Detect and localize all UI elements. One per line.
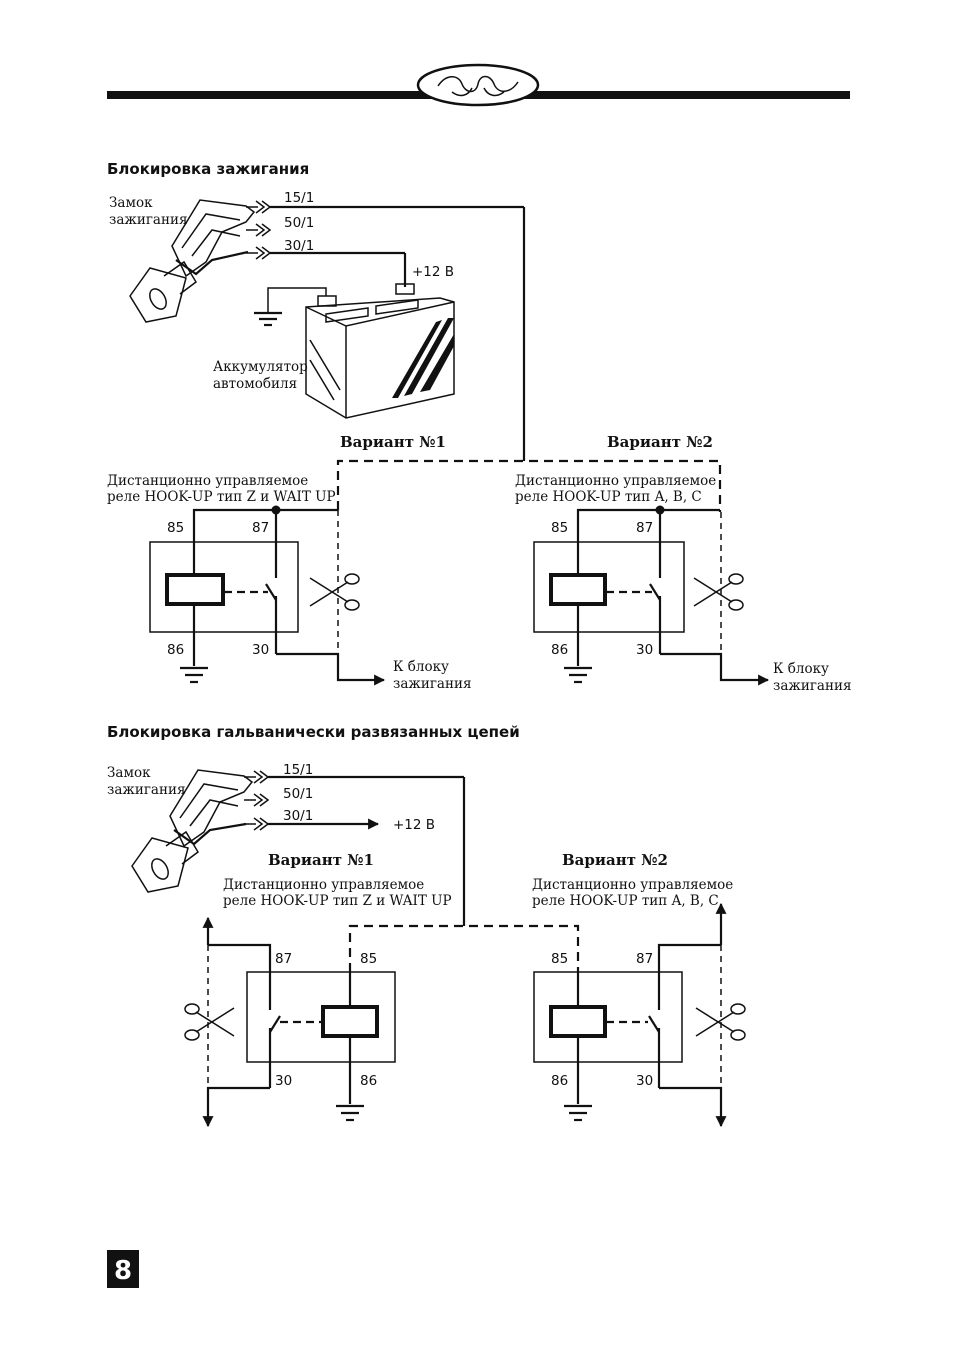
section2-title: Блокировка гальванически развязанных цеп… <box>107 723 520 741</box>
control-wire-dashed <box>348 924 580 972</box>
pin-label: 85 <box>167 520 184 536</box>
header-rule <box>107 63 850 107</box>
lock-wires <box>246 200 526 461</box>
relay-contact <box>265 583 277 601</box>
output-label: К блоку <box>773 661 829 677</box>
page-number-badge: 8 <box>107 1250 139 1288</box>
pin-label: 87 <box>275 951 292 967</box>
pin-label: 87 <box>636 951 653 967</box>
control-wire-dashed <box>336 459 722 512</box>
relay-desc: Дистанционно управляемое <box>107 473 308 489</box>
relay-desc: реле HOOK-UP тип A, B, C <box>532 893 719 909</box>
pin-label: 30 <box>252 642 269 658</box>
scissors-icon <box>309 573 360 611</box>
relay-desc: реле HOOK-UP тип A, B, C <box>515 489 702 505</box>
relay-abc <box>533 902 727 1128</box>
output-label: зажигания <box>393 676 471 692</box>
variant2-label: Вариант №2 <box>562 851 668 869</box>
scissors-icon <box>184 1003 235 1041</box>
battery-label: Аккумулятор <box>213 359 308 375</box>
relay-contact <box>649 583 661 601</box>
lock-label: Замок <box>107 765 151 781</box>
relay-contact <box>648 1015 660 1033</box>
relay-contact <box>269 1015 281 1033</box>
pin-label: 87 <box>252 520 269 536</box>
pin-label: 30 <box>275 1073 292 1089</box>
relay-desc: Дистанционно управляемое <box>223 877 424 893</box>
ignition-lock-icon: Замок зажигания <box>107 765 254 893</box>
pin-label: 85 <box>551 951 568 967</box>
wire-label: 30/1 <box>283 808 313 824</box>
pin-label: 30 <box>636 1073 653 1089</box>
pin-label: 86 <box>551 1073 568 1089</box>
relay-coil <box>549 1005 607 1038</box>
wire-label: 50/1 <box>284 215 314 231</box>
variant2-label: Вариант №2 <box>607 433 713 451</box>
scissors-icon <box>695 1003 746 1041</box>
scissors-icon <box>693 573 744 611</box>
battery-label: автомобиля <box>213 376 297 392</box>
lock-wires <box>244 770 466 926</box>
wire-label: 50/1 <box>283 786 313 802</box>
pin-label: 85 <box>360 951 377 967</box>
relay-coil <box>165 573 225 606</box>
relay-desc: Дистанционно управляемое <box>515 473 716 489</box>
relay-coil <box>549 573 607 606</box>
pin-label: 30 <box>636 642 653 658</box>
pin-label: 86 <box>167 642 184 658</box>
relay-z-waitup <box>202 916 396 1128</box>
lock-label: зажигания <box>107 782 185 798</box>
variant1-label: Вариант №1 <box>268 851 374 869</box>
wire-label: 15/1 <box>283 762 313 778</box>
relay-coil <box>321 1005 379 1038</box>
output-label: К блоку <box>393 659 449 675</box>
plus12-label: +12 В <box>393 817 435 833</box>
pin-label: 86 <box>551 642 568 658</box>
ground-icon <box>254 287 327 327</box>
relay-desc: реле HOOK-UP тип Z и WAIT UP <box>107 489 336 505</box>
pin-label: 85 <box>551 520 568 536</box>
lock-label: Замок <box>109 195 153 211</box>
lock-label: зажигания <box>109 212 187 228</box>
variant1-label: Вариант №1 <box>340 433 446 451</box>
relay-abc <box>533 505 770 686</box>
ignition-lock-icon: Замок зажигания <box>109 195 256 323</box>
pin-label: 87 <box>636 520 653 536</box>
wire-label: 30/1 <box>284 238 314 254</box>
relay-desc: Дистанционно управляемое <box>532 877 733 893</box>
relay-desc: реле HOOK-UP тип Z и WAIT UP <box>223 893 452 909</box>
page-number: 8 <box>114 1256 132 1286</box>
battery-icon <box>305 283 455 419</box>
plus12-label: +12 В <box>412 264 454 280</box>
wire-label: 15/1 <box>284 190 314 206</box>
output-label: зажигания <box>773 678 851 694</box>
section1-title: Блокировка зажигания <box>107 160 309 178</box>
relay-z-waitup <box>149 505 386 686</box>
pin-label: 86 <box>360 1073 377 1089</box>
